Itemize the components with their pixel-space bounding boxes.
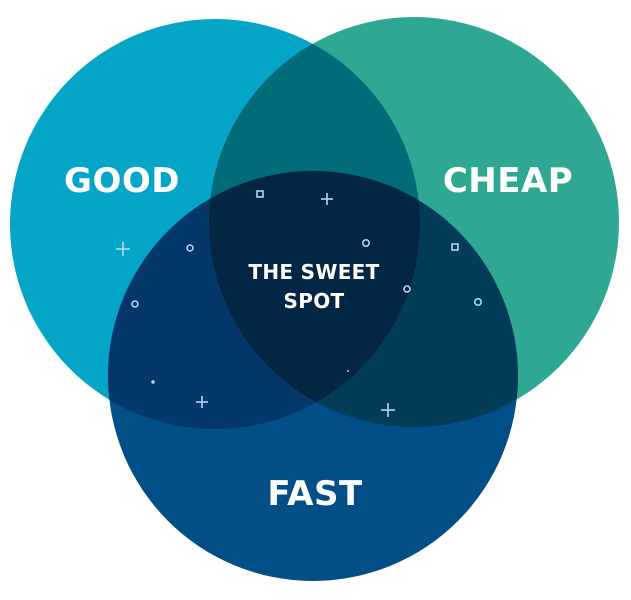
cheap-label: CHEAP <box>443 161 573 201</box>
plus-sparkle-icon <box>116 242 130 256</box>
sweet-spot-label-line2: SPOT <box>284 289 345 313</box>
ring-sparkle-icon <box>186 244 194 252</box>
ring-sparkle-icon <box>473 297 482 306</box>
ring-sparkle-icon <box>361 239 370 248</box>
sweet-spot-label-line1: THE SWEET <box>248 260 379 284</box>
square-sparkle-icon <box>451 243 459 251</box>
sparkle-decorations <box>116 190 482 417</box>
ring-sparkle-icon <box>131 300 139 308</box>
dot-sparkle-icon <box>151 380 155 384</box>
ring-sparkle-icon <box>403 285 411 293</box>
good-label: GOOD <box>64 161 180 201</box>
plus-sparkle-icon <box>321 193 333 205</box>
plus-sparkle-icon <box>196 396 208 408</box>
square-sparkle-icon <box>256 190 264 198</box>
dot-sparkle-icon <box>347 370 349 372</box>
plus-sparkle-icon <box>381 403 395 417</box>
fast-label: FAST <box>267 474 363 514</box>
